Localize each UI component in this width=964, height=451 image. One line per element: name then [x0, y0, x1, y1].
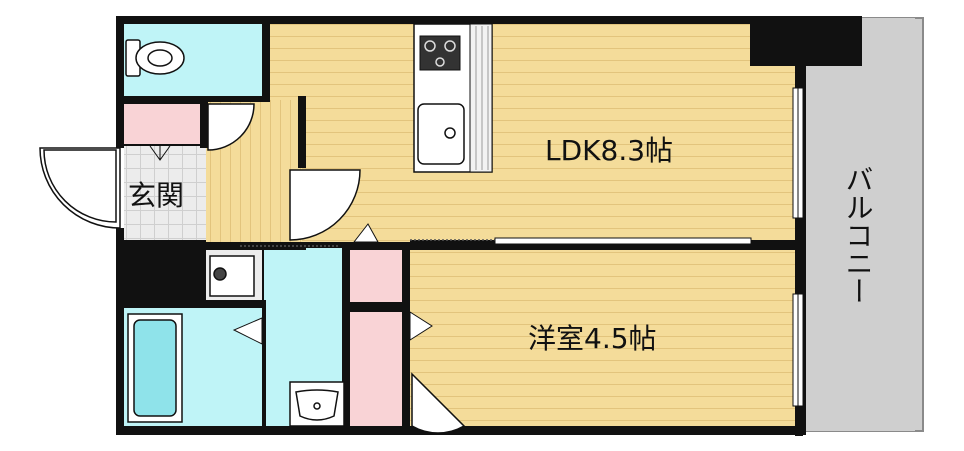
- doors: [39, 103, 466, 434]
- kitchen-sink-icon: [417, 103, 465, 165]
- interior-walls: [116, 16, 803, 436]
- bathtub-icon: [127, 313, 183, 423]
- closet-door-marks: [232, 223, 433, 345]
- ldk-floor: [270, 24, 795, 242]
- windows: [792, 87, 804, 407]
- stove-icon: [419, 35, 461, 71]
- shoe-closet-marks: [149, 145, 171, 161]
- western-room-label: 洋室4.5帖: [528, 322, 657, 355]
- balcony-label: バルコニー: [842, 165, 875, 305]
- western-room-floor: [410, 250, 795, 426]
- sliding-doors: [240, 237, 752, 247]
- closet-upper: [350, 250, 402, 302]
- ldk-label: LDK8.3帖: [545, 134, 673, 167]
- entrance-label: 玄関: [128, 179, 184, 212]
- entrance-closet: [124, 104, 200, 144]
- washing-machine-pan-icon: [209, 255, 255, 297]
- structural-pillar: [750, 16, 862, 66]
- washbasin-icon: [289, 381, 345, 427]
- balcony: [794, 17, 924, 432]
- toilet-icon: [125, 39, 185, 77]
- entrance-floor: [124, 146, 206, 240]
- closet-lower: [350, 312, 402, 426]
